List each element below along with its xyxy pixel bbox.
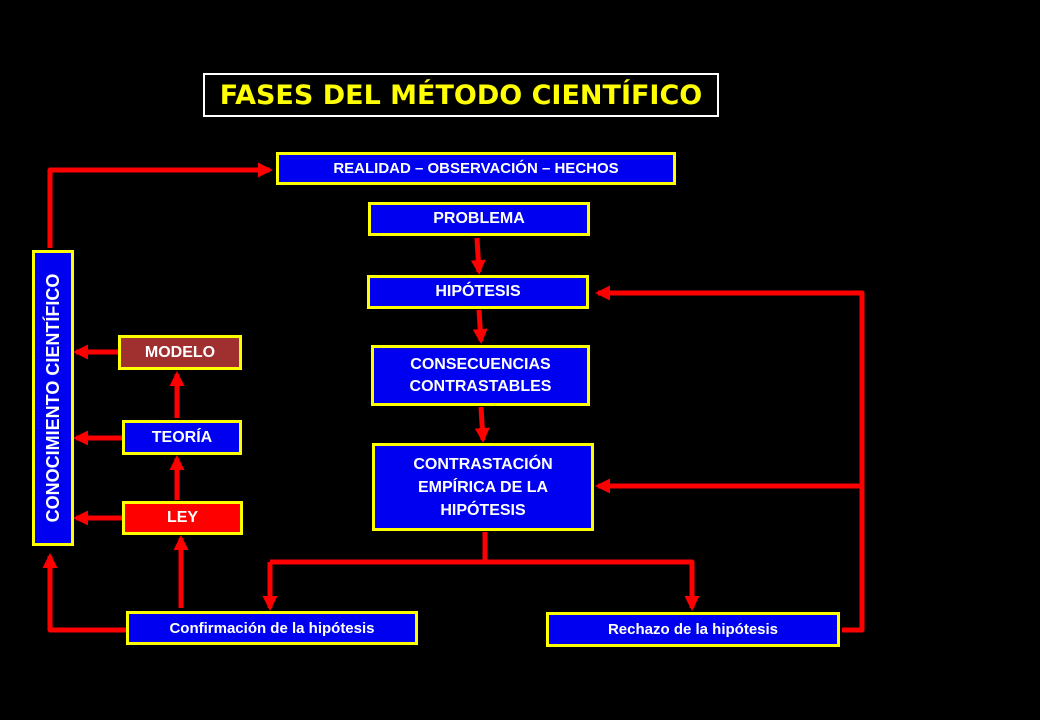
node-confirmacion-label: Confirmación de la hipótesis [169,619,375,637]
node-ley-label: LEY [166,509,199,526]
node-consecuencias-label-2: CONTRASTABLES [409,377,552,395]
node-contrastacion-label-3: HIPÓTESIS [440,501,526,519]
arrow-hipotesis-consecuencias [472,309,488,344]
node-conocimiento: CONOCIMIENTO CIENTÍFICO [32,250,74,546]
arrow-problema-hipotesis [470,237,486,275]
node-consecuencias-label-1: CONSECUENCIAS [410,355,551,373]
node-modelo-label: MODELO [144,343,216,361]
node-teoria: TEORÍA [122,420,242,455]
arrow-conocimiento-realidad [47,162,273,248]
page-title: FASES DEL MÉTODO CIENTÍFICO [203,73,719,117]
arrow-rechazo-loop [595,285,865,633]
node-conocimiento-label: CONOCIMIENTO CIENTÍFICO [43,273,63,523]
node-realidad-label: REALIDAD – OBSERVACIÓN – HECHOS [333,160,619,177]
arrow-confirmacion-conocimiento [42,553,128,633]
node-rechazo-label: Rechazo de la hipótesis [607,621,779,638]
node-ley: LEY [122,501,243,535]
arrow-consecuencias-contrastacion [474,406,490,443]
node-contrastacion-label-1: CONTRASTACIÓN [413,455,553,473]
arrow-split-rechazo [485,559,700,611]
node-problema: PROBLEMA [368,202,590,236]
node-rechazo: Rechazo de la hipótesis [546,612,840,647]
node-modelo: MODELO [118,335,242,370]
node-contrastacion: CONTRASTACIÓN EMPÍRICA DE LA HIPÓTESIS [372,443,594,531]
node-consecuencias: CONSECUENCIAS CONTRASTABLES [371,345,590,406]
node-contrastacion-label-2: EMPÍRICA DE LA [417,478,549,496]
node-hipotesis-label: HIPÓTESIS [435,283,521,300]
arrow-contrastacion-split [270,532,488,565]
node-confirmacion: Confirmación de la hipótesis [126,611,418,645]
node-realidad: REALIDAD – OBSERVACIÓN – HECHOS [276,152,676,185]
node-teoria-label: TEORÍA [151,428,213,446]
node-problema-label: PROBLEMA [433,210,525,227]
node-hipotesis: HIPÓTESIS [367,275,589,309]
